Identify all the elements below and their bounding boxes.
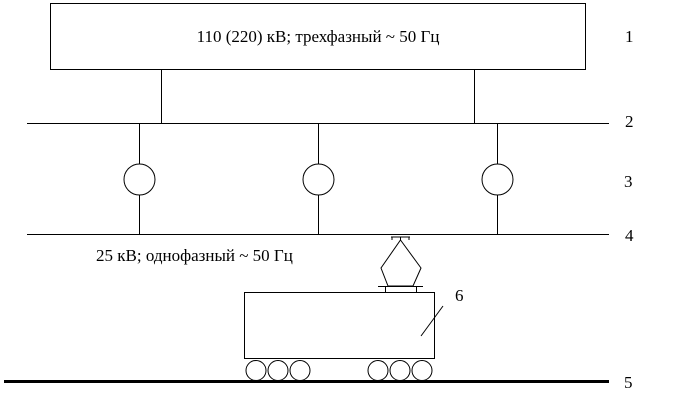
marker-6: 6 [455, 286, 464, 305]
wheels-left [245, 360, 311, 381]
marker-5: 5 [624, 373, 633, 392]
wheels-right [367, 360, 433, 381]
marker-3: 3 [624, 172, 633, 191]
traction-label: 25 кВ; однофазный ~ 50 Гц [96, 246, 293, 265]
substation-1 [123, 124, 156, 234]
power-system-box [50, 3, 586, 70]
locomotive-body [244, 292, 435, 359]
system-label: 110 (220) кВ; трехфазный ~ 50 Гц [197, 27, 440, 46]
substation-3 [481, 124, 514, 234]
pantograph [378, 236, 423, 292]
substation-2 [302, 124, 335, 234]
locomotive-pointer [420, 305, 444, 337]
marker-4: 4 [625, 226, 634, 245]
marker-2: 2 [625, 112, 634, 131]
marker-1: 1 [625, 27, 634, 46]
